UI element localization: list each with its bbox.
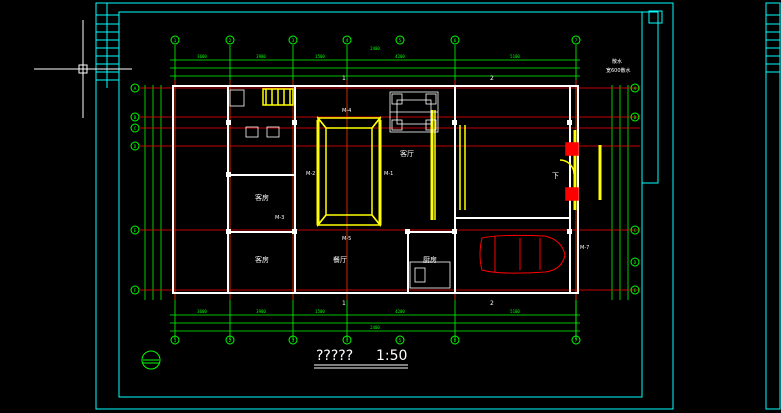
axis-left-f: F [134,288,137,294]
axis-right-c: C [634,228,637,234]
axis-right-b: B [634,115,637,121]
north-arrow-icon [141,350,161,370]
axis-top-2: 2 [229,38,232,44]
drawing-frame [95,2,781,410]
axis-left-a: A [134,86,137,92]
axis-right-d: D [634,260,637,266]
element-tags: M-4 M-5 M-3 M-1 M-2 M-7 散水 宽600散水 [275,58,631,251]
axis-left-c: C [134,126,137,132]
scale-text: 1:50 [376,348,407,364]
axis-top-7: 7 [575,38,578,44]
axis-bottom-4: 4 [346,338,349,344]
wall-fills [226,120,572,234]
axis-bottom-6: 6 [454,338,457,344]
rain-spec: 宽600散水 [606,67,631,74]
dim-bottom-1: 3600 [197,309,207,314]
tag-m7: M-7 [580,245,589,251]
dim-top-4: 4200 [395,54,405,59]
dim-bottom-6: 2400 [370,325,380,330]
axis-left-b: B [134,115,137,121]
dim-bottom-3: 1500 [315,309,325,314]
living-furniture [229,89,451,289]
dimension-text: 3600 3900 1500 4200 5100 2400 3600 3900 … [197,46,520,330]
axis-bottom-7: 7 [575,338,578,344]
room-kitchen: 厨房 [423,255,437,264]
axis-top-1: 1 [174,38,177,44]
rain-tag: 散水 [612,58,622,65]
tag-m5: M-5 [342,236,351,242]
tag-m2: M-2 [306,171,315,177]
dim-bottom-5: 5100 [510,309,520,314]
axis-top-5: 5 [399,38,402,44]
axis-bottom-3: 3 [292,338,295,344]
dim-top-6: 2400 [370,46,380,51]
dim-bottom-2: 3900 [256,309,266,314]
room-dining: 餐厅 [333,255,347,264]
crosshair-cursor-icon [34,20,132,118]
room-labels: 客厅 客房 客房 餐厅 厨房 下 [255,149,559,264]
section-marks: 1 2 1 2 [342,75,494,307]
top-axis-bubbles [130,35,640,345]
axis-right-e: E [634,288,637,294]
section-top-2: 2 [490,75,494,82]
axis-top-3: 3 [292,38,295,44]
dim-top-5: 5100 [510,54,520,59]
axis-top-4: 4 [346,38,349,44]
dim-top-2: 3900 [256,54,266,59]
dimension-lines [144,45,629,340]
dim-top-3: 1500 [315,54,325,59]
axis-left-d: D [134,144,137,150]
dim-top-1: 3600 [197,54,207,59]
drawing-title: ????? 1:50 [314,348,408,369]
axis-top-6: 6 [454,38,457,44]
tag-m3: M-3 [275,215,284,221]
axis-bottom-2: 2 [229,338,232,344]
room-bedroom-b: 客房 [255,255,269,264]
car-icon [479,234,566,274]
room-downstairs: 下 [552,172,559,180]
section-bottom-1: 1 [342,300,346,307]
room-living: 客厅 [400,149,414,158]
axis-bottom-5: 5 [399,338,402,344]
tag-m1: M-1 [384,171,393,177]
tag-m4: M-4 [342,108,351,114]
title-text: ????? [316,348,353,364]
section-bottom-2: 2 [490,300,494,307]
doors [559,142,579,201]
axis-left-e: E [134,228,137,234]
section-top-1: 1 [342,75,346,82]
room-bedroom-a: 客房 [255,193,269,202]
dim-bottom-4: 4200 [395,309,405,314]
axis-labels: 1 2 3 4 5 6 7 1 2 3 4 5 6 7 A B C D E F … [134,38,637,344]
axis-bottom-1: 1 [174,338,177,344]
axis-right-a: A [634,86,637,92]
